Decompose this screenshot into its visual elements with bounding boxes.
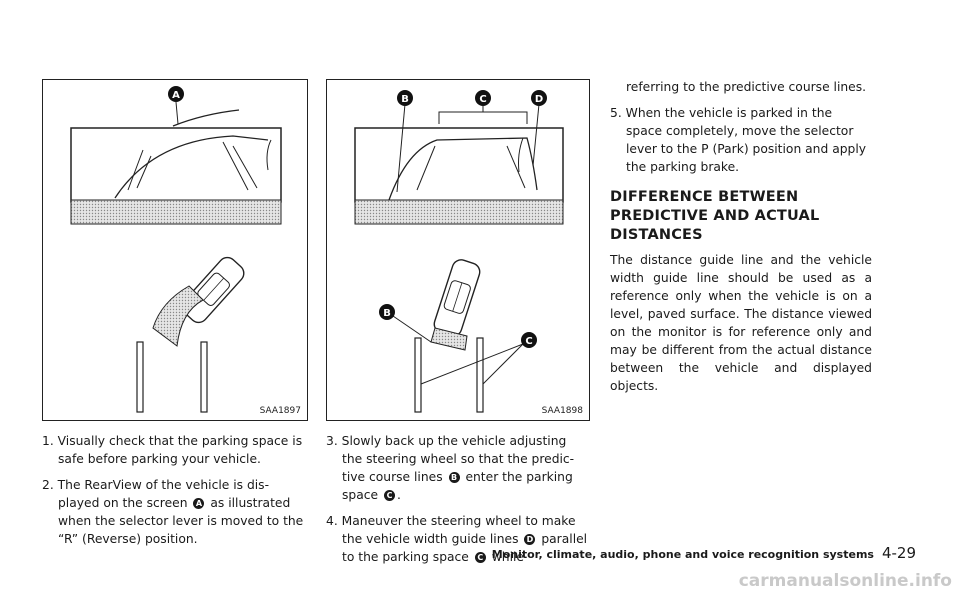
callout-b: B [401,94,409,105]
step-5: 5. When the vehicle is parked in the spa… [610,106,867,174]
section-heading: DIFFERENCE BETWEEN PREDICTIVE AND ACTUAL… [610,189,820,243]
step-3: 3. Slowly back up the vehicle adjusting … [326,434,575,502]
page-footer: Monitor, climate, audio, phone and voice… [492,544,916,562]
callout-d: D [535,94,543,105]
figure-saa1897: A SAA1897 [42,79,308,421]
step-4-cont: referring to the predictive course lines… [626,80,867,94]
rearview-illustration-2: B C D B C [354,90,564,413]
column-middle: 3. Slowly back up the vehicle adjusting … [326,432,590,574]
step-1: 1. Visually check that the parking space… [42,434,303,466]
section-body: The distance guide line and the vehicle … [610,253,872,393]
figure-saa1898: B C D B C SAA1898 [326,79,590,421]
figure-code: SAA1898 [541,406,583,416]
ref-badge-c2: C [474,552,486,563]
callout-c: C [479,94,486,105]
ref-badge-d: D [524,534,536,545]
step-2: 2. The RearView of the vehicle is dis- p… [42,478,304,546]
page-number: 4-29 [881,544,916,562]
footer-section: Monitor, climate, audio, phone and voice… [491,548,874,561]
callout-b-lower: B [383,308,391,319]
step-4: 4. Maneuver the steering wheel to make t… [326,514,588,564]
ref-badge-b: B [448,472,460,483]
column-left: 1. Visually check that the parking space… [42,432,308,556]
column-right: referring to the predictive course lines… [610,78,872,395]
rearview-illustration-1: A [70,86,282,413]
ref-badge-c: C [384,490,395,501]
watermark: carmanualsonline.info [738,571,952,591]
callout-c-lower: C [525,336,532,347]
figure-code: SAA1897 [259,406,301,416]
ref-badge-a: A [193,498,205,509]
callout-a: A [172,90,180,101]
